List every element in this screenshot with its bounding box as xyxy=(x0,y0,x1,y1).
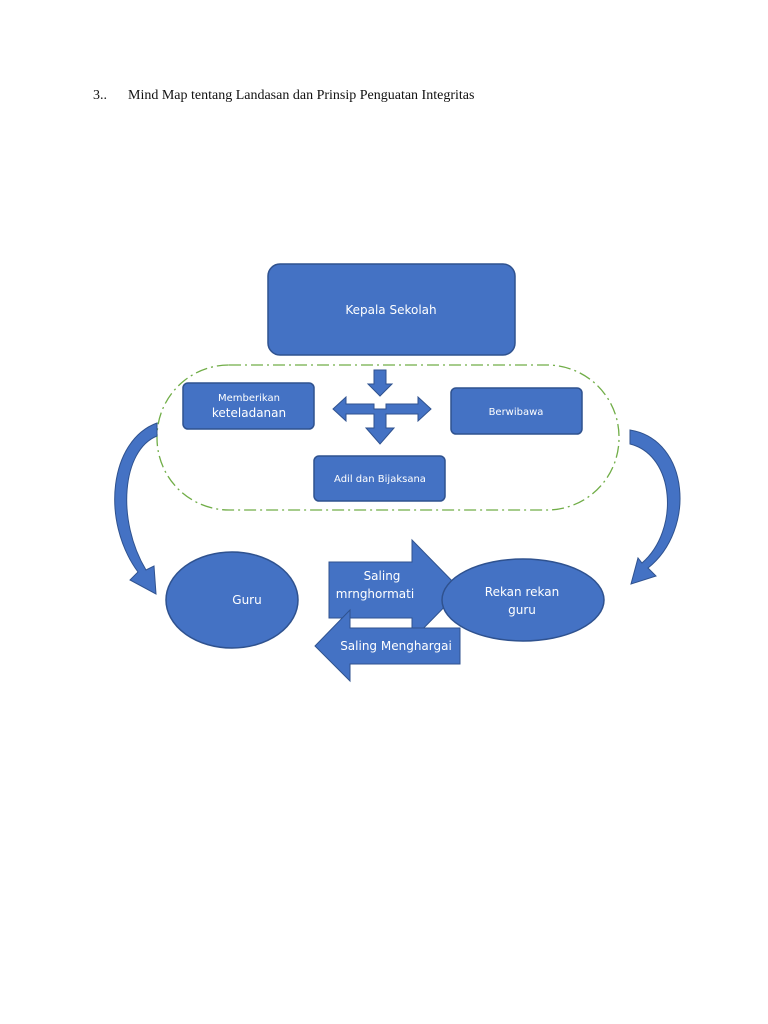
down-arrow-top xyxy=(366,369,394,397)
rekan-guru-label-line2: guru xyxy=(508,603,536,617)
saling-menghargai-arrow xyxy=(314,608,461,683)
adil-bijaksana-box xyxy=(313,455,446,502)
saling-menghargai-label: Saling Menghargai xyxy=(340,639,452,653)
dashed-group-outline xyxy=(156,364,620,511)
keteladanan-box xyxy=(182,382,315,430)
berwibawa-box xyxy=(450,387,583,435)
berwibawa-label: Berwibawa xyxy=(489,407,544,418)
saling-menghormati-label-line2: mrnghormati xyxy=(336,587,414,601)
saling-menghormati-label-line1: Saling xyxy=(364,569,401,583)
adil-bijaksana-label: Adil dan Bijaksana xyxy=(334,474,426,485)
right-curved-arrow xyxy=(629,429,681,585)
left-curved-arrow xyxy=(114,422,158,595)
rekan-guru-ellipse xyxy=(441,558,605,642)
heading-number: 3.. xyxy=(93,88,107,103)
heading-title: Mind Map tentang Landasan dan Prinsip Pe… xyxy=(128,88,475,103)
guru-label: Guru xyxy=(232,593,261,607)
kepala-sekolah-label: Kepala Sekolah xyxy=(345,303,436,317)
cross-arrow xyxy=(332,395,432,445)
kepala-sekolah-box xyxy=(267,263,516,356)
guru-ellipse xyxy=(165,551,299,649)
keteladanan-label-line1: Memberikan xyxy=(218,393,280,404)
document-heading: 3.. Mind Map tentang Landasan dan Prinsip… xyxy=(93,88,474,104)
keteladanan-label-line2: keteladanan xyxy=(212,406,286,420)
rekan-guru-label-line1: Rekan rekan xyxy=(485,585,559,599)
